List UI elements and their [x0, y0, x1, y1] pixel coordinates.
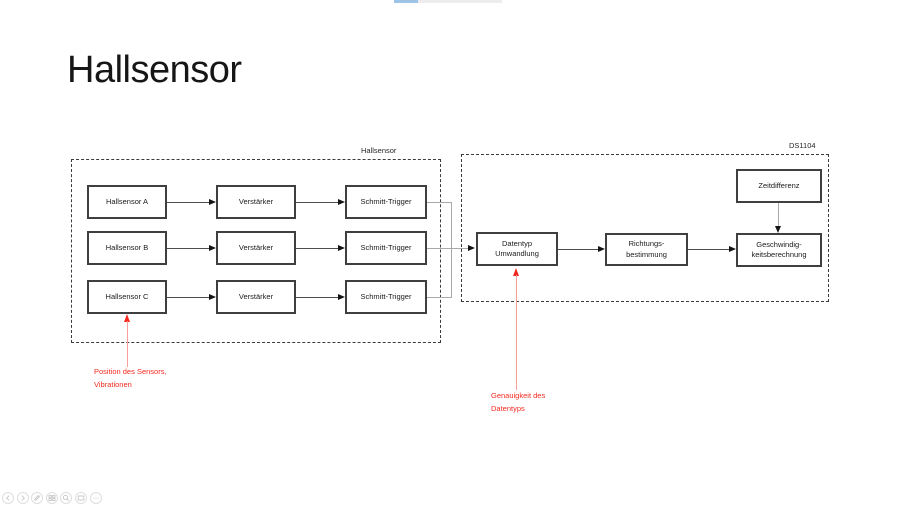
ds1104-group-box — [461, 154, 829, 302]
arrow-up-icon — [512, 268, 519, 276]
block-verstaerker-b: Verstärker — [216, 231, 296, 265]
connector-line — [296, 202, 338, 203]
arrow-right-icon — [209, 244, 216, 251]
chevron-left-icon — [6, 495, 10, 501]
display-settings-button[interactable] — [74, 492, 87, 504]
connector-line — [778, 203, 779, 227]
magnifier-icon — [63, 494, 70, 502]
block-zeitdifferenz: Zeitdifferenz — [736, 169, 822, 203]
annotation-line — [516, 275, 517, 390]
ds1104-group-label: DS1104 — [789, 141, 816, 150]
monitor-icon — [77, 495, 85, 501]
block-schmitt-trigger-a: Schmitt-Trigger — [345, 185, 427, 219]
connector-line — [167, 248, 209, 249]
progress-bar-track — [418, 0, 502, 3]
block-hallsensor-a: Hallsensor A — [87, 185, 167, 219]
connector-line — [167, 202, 209, 203]
block-richtungsbestimmung: Richtungs-bestimmung — [605, 233, 688, 266]
zoom-slide-button[interactable] — [60, 492, 73, 504]
hallsensor-group-box — [71, 159, 441, 343]
see-all-slides-button[interactable] — [45, 492, 58, 504]
arrow-right-icon — [209, 198, 216, 205]
pen-button[interactable] — [31, 492, 44, 504]
ellipsis-icon — [93, 497, 99, 499]
block-verstaerker-c: Verstärker — [216, 280, 296, 314]
connector-line — [296, 297, 338, 298]
previous-slide-button[interactable] — [2, 492, 14, 504]
connector-line — [167, 297, 209, 298]
annotation-line — [127, 321, 128, 367]
slideshow-toolbar — [2, 492, 102, 504]
next-slide-button[interactable] — [16, 492, 29, 504]
hallsensor-group-label: Hallsensor — [361, 146, 397, 155]
block-verstaerker-a: Verstärker — [216, 185, 296, 219]
pen-icon — [34, 495, 41, 501]
block-schmitt-trigger-b: Schmitt-Trigger — [345, 231, 427, 265]
annotation-sensor-position: Position des Sensors, Vibrationen — [94, 367, 167, 389]
arrow-up-icon — [123, 314, 130, 322]
connector-line — [688, 249, 729, 250]
arrow-right-icon — [468, 244, 475, 251]
arrow-right-icon — [338, 198, 345, 205]
block-hallsensor-c: Hallsensor C — [87, 280, 167, 314]
block-schmitt-trigger-c: Schmitt-Trigger — [345, 280, 427, 314]
block-hallsensor-b: Hallsensor B — [87, 231, 167, 265]
chevron-right-icon — [21, 495, 25, 501]
arrow-right-icon — [598, 245, 605, 252]
annotation-datentyp-genauigkeit: Genauigkeit des Datentyps — [491, 391, 546, 413]
arrow-down-icon — [775, 226, 781, 233]
slides-grid-icon — [48, 494, 56, 502]
progress-bar-filled — [394, 0, 418, 3]
connector-line — [427, 297, 451, 298]
more-options-button[interactable] — [89, 492, 102, 504]
connector-line — [558, 249, 598, 250]
arrow-right-icon — [338, 293, 345, 300]
block-geschwindigkeitsberechnung: Geschwindig-keitsberechnung — [736, 233, 822, 267]
arrow-right-icon — [338, 244, 345, 251]
slide-title: Hallsensor — [67, 49, 242, 91]
connector-line — [427, 248, 468, 249]
arrow-right-icon — [729, 245, 736, 252]
connector-line — [427, 202, 451, 203]
connector-line — [296, 248, 338, 249]
arrow-right-icon — [209, 293, 216, 300]
connector-line — [451, 202, 452, 298]
